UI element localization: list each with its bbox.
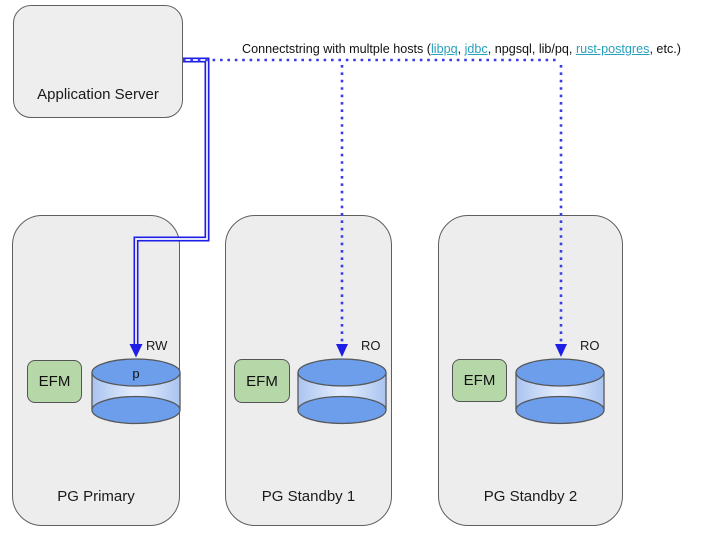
efm-label-primary: EFM: [38, 373, 71, 390]
connectstring-suffix: , etc.): [649, 42, 681, 56]
rw-label: RW: [146, 338, 168, 353]
application-server-box: Application Server: [13, 5, 183, 118]
pg-primary-label: PG Primary: [57, 488, 135, 505]
efm-label-standby-2: EFM: [463, 372, 496, 389]
connectstring-sep-1: ,: [457, 42, 465, 56]
connectstring-mid: , npgsql, lib/pq,: [487, 42, 576, 56]
application-server-label: Application Server: [37, 86, 159, 103]
efm-label-standby-1: EFM: [246, 372, 278, 390]
libpq-link[interactable]: libpq: [431, 42, 458, 56]
rust-postgres-link[interactable]: rust-postgres: [575, 42, 650, 56]
pg-standby-1-label: PG Standby 1: [261, 488, 356, 505]
jdbc-link[interactable]: jdbc: [464, 42, 488, 56]
efm-box-standby-1: EFM: [234, 359, 290, 403]
efm-box-standby-2: EFM: [452, 359, 507, 402]
efm-box-primary: EFM: [27, 360, 82, 403]
ro-label-standby-1: RO: [361, 338, 381, 353]
ro-label-standby-2: RO: [580, 338, 600, 353]
connectstring-prefix: Connectstring with multple hosts (: [242, 42, 431, 56]
pg-standby-2-label: PG Standby 2: [483, 488, 578, 505]
primary-db-name: p: [132, 366, 140, 381]
connectstring-annotation: Connectstring with multple hosts (libpq,…: [242, 42, 681, 56]
